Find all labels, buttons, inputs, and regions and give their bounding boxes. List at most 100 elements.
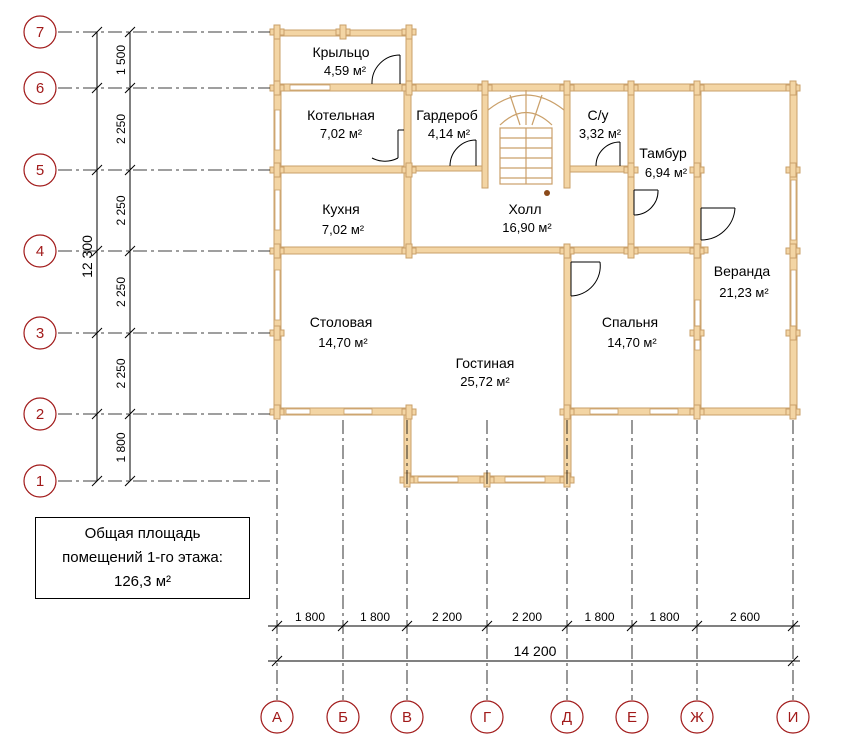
door-wardrobe <box>449 139 477 167</box>
dim-tick <box>91 245 103 257</box>
dim-tick <box>124 245 136 257</box>
axis-bubble-row <box>23 15 57 49</box>
axis-label-row: 6 <box>36 80 44 97</box>
dim-tick <box>787 655 799 667</box>
dim-text-left: 2 250 <box>114 358 128 388</box>
door-bath <box>595 141 621 167</box>
window-bedroom-right <box>694 299 701 351</box>
dim-tick <box>91 164 103 176</box>
room-area-bedroom: 14,70 м² <box>607 335 657 350</box>
room-area-kitchen: 7,02 м² <box>322 222 365 237</box>
dim-tick <box>691 620 703 632</box>
room-area-living: 25,72 м² <box>460 374 510 389</box>
window-bedroom-1 <box>589 408 619 415</box>
axis-bubble-col <box>680 700 714 734</box>
staircase <box>487 90 565 196</box>
total-area-value: 126,3 м² <box>113 573 171 590</box>
dim-tick <box>124 164 136 176</box>
dim-tick <box>124 26 136 38</box>
axis-label-col: И <box>788 709 799 726</box>
log-joint <box>405 80 413 96</box>
window-living-2 <box>504 476 546 483</box>
dim-text-bottom: 1 800 <box>649 610 679 624</box>
log-joint <box>273 80 281 96</box>
axis-bubble-col <box>390 700 424 734</box>
axis-label-row: 7 <box>36 24 44 41</box>
room-name-veranda: Веранда <box>714 263 771 279</box>
dim-tick <box>91 82 103 94</box>
axis-label-col: Б <box>338 709 348 726</box>
door-vestibule <box>633 189 659 216</box>
window-boiler <box>289 84 331 91</box>
room-area-vestibule: 6,94 м² <box>645 165 688 180</box>
log-joint <box>693 162 701 178</box>
log-joint <box>481 80 489 96</box>
dim-tick <box>626 620 638 632</box>
log-joint <box>789 162 797 178</box>
dim-tick <box>271 655 283 667</box>
walls-layer <box>273 29 798 484</box>
room-area-hall: 16,90 м² <box>502 220 552 235</box>
room-area-dining: 14,70 м² <box>318 335 368 350</box>
doors-layer <box>371 54 736 297</box>
stair-post <box>544 190 550 196</box>
axis-bubble-row <box>23 316 57 350</box>
axis-label-row: 3 <box>36 325 44 342</box>
axis-label-col: Ж <box>690 709 704 726</box>
dim-tick <box>124 327 136 339</box>
dim-tick <box>401 620 413 632</box>
room-name-wardrobe: Гардероб <box>416 107 478 123</box>
axis-bubble-row <box>23 153 57 187</box>
wall-axis-4-left <box>273 246 413 255</box>
axis-bubble-col <box>260 700 294 734</box>
log-joint <box>273 325 281 341</box>
log-joint <box>693 325 701 341</box>
axis-bubble-row <box>23 71 57 105</box>
dim-text-left: 2 250 <box>114 277 128 307</box>
dim-tick <box>124 82 136 94</box>
room-area-bath: 3,32 м² <box>579 126 622 141</box>
dim-text-left: 1 800 <box>114 432 128 462</box>
log-joint <box>627 162 635 178</box>
axis-bubble-col <box>326 700 360 734</box>
log-joint <box>627 243 635 259</box>
axis-label-col: Е <box>627 709 637 726</box>
door-boiler <box>371 129 404 162</box>
axis-label-col: В <box>402 709 412 726</box>
dim-tick <box>91 408 103 420</box>
axis-label-col: Д <box>562 709 572 726</box>
dim-text-left: 2 250 <box>114 195 128 225</box>
window-boiler-left <box>274 109 281 151</box>
window-bedroom-2 <box>649 408 679 415</box>
dim-tick <box>124 475 136 487</box>
door-bedroom <box>570 261 601 297</box>
dim-tick <box>91 327 103 339</box>
log-joint <box>563 80 571 96</box>
log-joint <box>273 404 281 420</box>
dim-tick <box>787 620 799 632</box>
wall-stair-right <box>563 83 571 189</box>
dim-text-bottom: 1 800 <box>360 610 390 624</box>
log-joint <box>563 243 571 259</box>
room-area-wardrobe: 4,14 м² <box>428 126 471 141</box>
dim-text-left-total: 12 300 <box>79 235 95 278</box>
log-joint <box>405 162 413 178</box>
wall-stair-left <box>481 83 489 189</box>
windows-layer <box>274 84 797 483</box>
axis-label-row: 1 <box>36 473 44 490</box>
log-joint <box>789 80 797 96</box>
room-name-dining: Столовая <box>310 314 373 330</box>
dim-tick <box>91 475 103 487</box>
wall-axis-6 <box>273 83 797 92</box>
log-joint <box>339 24 347 40</box>
door-veranda <box>700 207 736 241</box>
log-joint <box>789 404 797 420</box>
room-area-veranda: 21,23 м² <box>719 285 769 300</box>
window-dining-left <box>274 269 281 321</box>
window-veranda-1 <box>790 179 797 241</box>
window-veranda-2 <box>790 269 797 331</box>
axis-label-col: Г <box>483 709 491 726</box>
axis-bubble-col <box>615 700 649 734</box>
window-dining-bottom <box>285 408 311 415</box>
